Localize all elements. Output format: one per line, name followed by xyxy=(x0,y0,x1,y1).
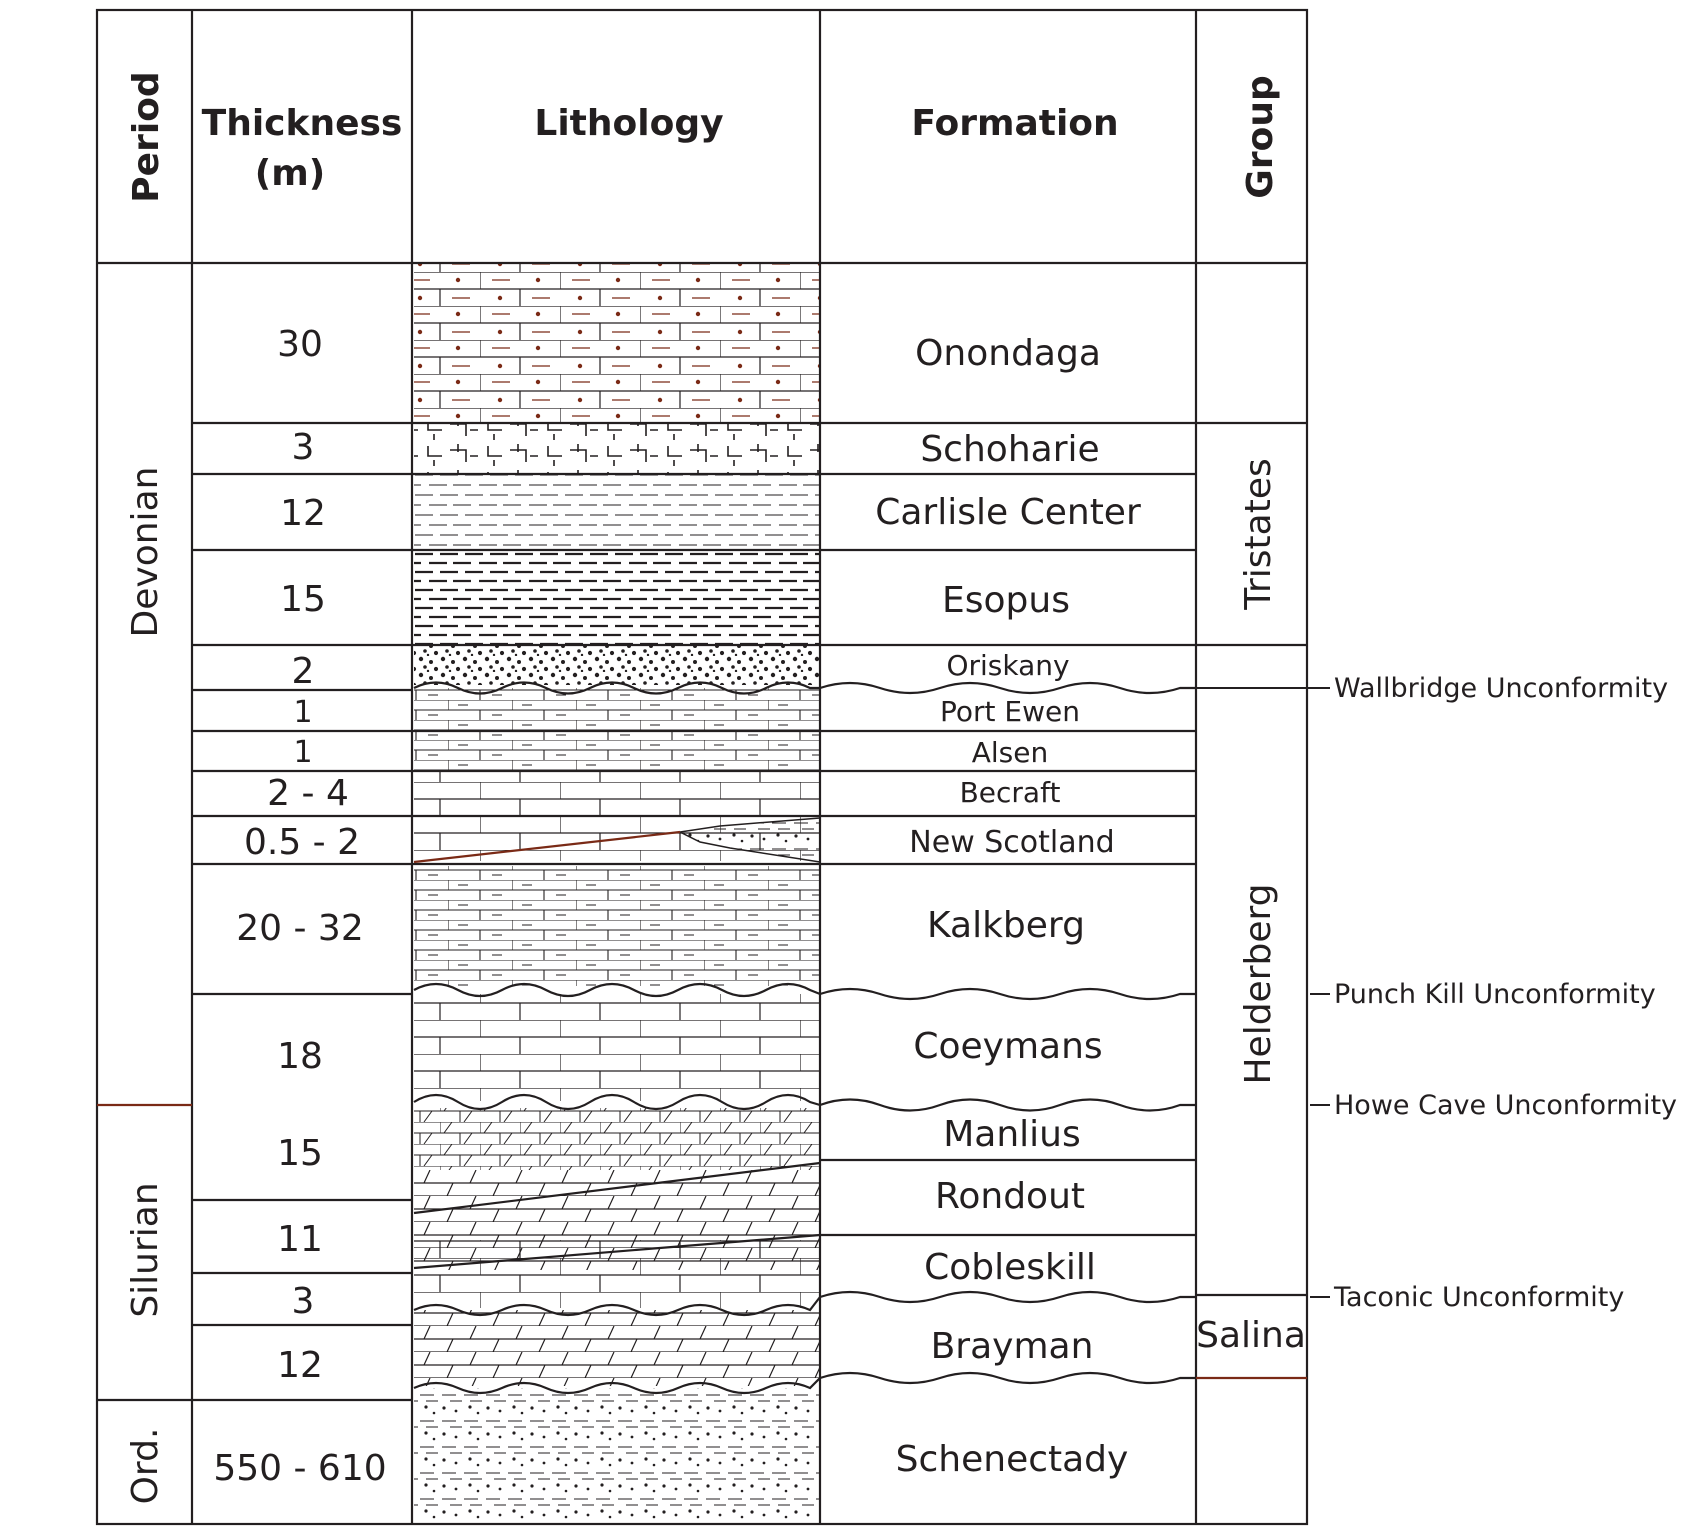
thickness-onondaga: 30 xyxy=(277,324,323,365)
group-labels: Tristates Helderberg Salina xyxy=(1196,458,1306,1356)
thickness-schoharie: 3 xyxy=(292,427,315,468)
unconformity-leaders xyxy=(1196,687,1330,1298)
taconic-contact xyxy=(413,1290,1196,1317)
header-thickness-line1: Thickness xyxy=(202,103,403,144)
thickness-cobleskill: 11 xyxy=(277,1219,323,1260)
litho-kalkberg xyxy=(414,866,820,986)
thickness-carlisle-center: 12 xyxy=(280,493,326,534)
thickness-port-ewen: 1 xyxy=(293,695,312,730)
lithology-patterns xyxy=(414,263,821,1524)
period-silurian: Silurian xyxy=(125,1182,166,1317)
litho-esopus xyxy=(414,550,820,645)
label-wallbridge-unconformity: Wallbridge Unconformity xyxy=(1334,673,1668,704)
litho-coeymans xyxy=(414,994,820,1101)
header-formation: Formation xyxy=(911,103,1118,144)
thickness-lowest: 550 - 610 xyxy=(213,1448,386,1489)
wallbridge-contact xyxy=(413,681,1196,695)
period-ordovician: Ord. xyxy=(125,1428,166,1505)
thickness-values: 30 3 12 15 2 1 1 2 - 4 0.5 - 2 20 - 32 1… xyxy=(213,324,386,1489)
header-period: Period xyxy=(126,71,167,202)
formation-kalkberg: Kalkberg xyxy=(927,905,1085,946)
formation-oriskany: Oriskany xyxy=(946,649,1069,682)
period-devonian: Devonian xyxy=(125,467,166,638)
thickness-schenectady: 12 xyxy=(277,1345,323,1386)
formation-becraft: Becraft xyxy=(960,776,1061,809)
unconformity-labels: Wallbridge Unconformity Punch Kill Uncon… xyxy=(1333,673,1677,1313)
punch-kill-contact xyxy=(413,982,1196,1001)
column-headers: Period Thickness (m) Lithology Formation… xyxy=(126,71,1281,202)
litho-carlisle-center xyxy=(414,474,820,550)
thickness-alsen: 1 xyxy=(293,735,312,770)
formation-cobleskill: Cobleskill xyxy=(924,1247,1096,1288)
formation-port-ewen: Port Ewen xyxy=(940,695,1080,728)
litho-cobleskill xyxy=(414,1240,820,1308)
thickness-esopus: 15 xyxy=(280,579,326,620)
label-taconic-unconformity: Taconic Unconformity xyxy=(1333,1282,1624,1313)
formation-onondaga: Onondaga xyxy=(915,333,1101,374)
thickness-kalkberg: 20 - 32 xyxy=(236,908,364,949)
litho-manlius xyxy=(414,1108,820,1170)
litho-brayman xyxy=(414,1310,820,1386)
thickness-becraft: 2 - 4 xyxy=(267,773,349,814)
formation-manlius: Manlius xyxy=(943,1114,1081,1155)
header-group: Group xyxy=(1240,75,1281,198)
litho-schenectady xyxy=(414,1388,820,1524)
formation-brayman: Brayman xyxy=(931,1326,1094,1367)
label-punch-kill-unconformity: Punch Kill Unconformity xyxy=(1334,979,1656,1010)
litho-schoharie xyxy=(414,423,820,474)
thickness-brayman: 3 xyxy=(292,1281,315,1322)
thickness-manlius: 15 xyxy=(277,1133,323,1174)
header-lithology: Lithology xyxy=(534,103,723,144)
unconformity-contacts xyxy=(413,681,1196,1395)
formation-coeymans: Coeymans xyxy=(913,1026,1102,1067)
formation-schoharie: Schoharie xyxy=(920,429,1099,470)
formation-rondout: Rondout xyxy=(935,1176,1085,1217)
howe-cave-contact xyxy=(413,1093,1196,1112)
table-frame xyxy=(95,8,1309,1526)
thickness-new-scotland: 0.5 - 2 xyxy=(244,822,360,863)
litho-port-ewen xyxy=(414,688,820,733)
label-howe-cave-unconformity: Howe Cave Unconformity xyxy=(1334,1090,1677,1121)
thickness-coeymans: 18 xyxy=(277,1036,323,1077)
formation-alsen: Alsen xyxy=(972,736,1049,769)
formation-names: Onondaga Schoharie Carlisle Center Esopu… xyxy=(875,333,1141,1480)
litho-alsen xyxy=(414,733,820,771)
header-thickness-line2: (m) xyxy=(255,153,325,194)
period-labels: Devonian Silurian Ord. xyxy=(125,467,166,1505)
group-salina: Salina xyxy=(1196,1315,1306,1356)
formation-new-scotland: New Scotland xyxy=(909,825,1114,860)
litho-onondaga xyxy=(414,263,820,423)
thickness-oriskany: 2 xyxy=(292,651,315,692)
litho-oriskany xyxy=(414,645,820,685)
base-brayman-contact xyxy=(413,1371,1196,1395)
group-helderberg: Helderberg xyxy=(1238,883,1279,1084)
group-tristates: Tristates xyxy=(1238,458,1279,610)
formation-carlisle-center: Carlisle Center xyxy=(875,492,1141,533)
formation-esopus: Esopus xyxy=(942,580,1070,621)
formation-schenectady: Schenectady xyxy=(896,1439,1129,1480)
